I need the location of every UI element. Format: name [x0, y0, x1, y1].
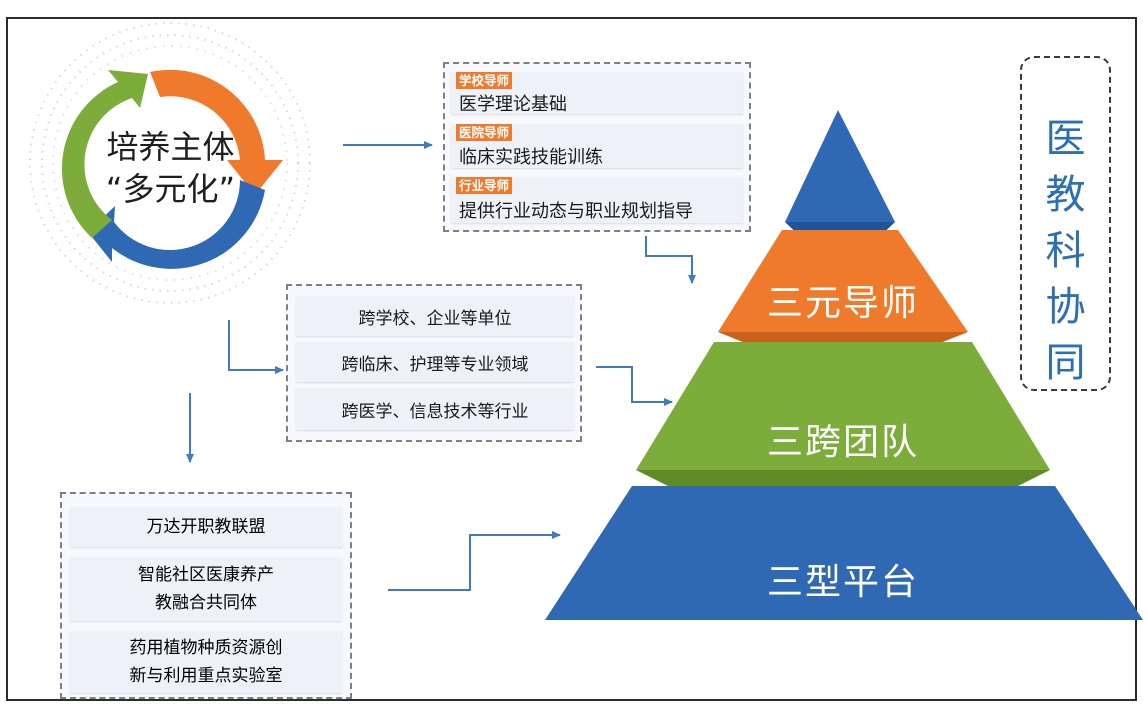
platform-row-3: 药用植物种质资源创 新与利用重点实验室	[70, 631, 342, 693]
ring-arc-orange	[150, 69, 283, 195]
side-label-box: 医 教 科 协 同	[1020, 56, 1111, 391]
mentors-box: 学校导师 医学理论基础 医院导师 临床实践技能训练 行业导师 提供行业动态与职业…	[443, 62, 751, 232]
mentor-tag-industry: 行业导师	[456, 177, 513, 194]
ring-arc-blue	[88, 180, 265, 269]
platform-3-line1: 药用植物种质资源创	[129, 638, 283, 658]
ring-title-line2: “多元化”	[105, 170, 236, 208]
cycle-ring	[61, 69, 283, 269]
pyramid-tier-orange	[718, 230, 968, 332]
arrow-mentors-to-pyramid	[645, 236, 696, 284]
mentor-text-industry: 提供行业动态与职业规划指导	[459, 201, 693, 222]
side-char-5: 同	[1045, 340, 1086, 386]
cross-text-2: 跨临床、护理等专业领域	[341, 354, 529, 375]
mentor-tag-hospital: 医院导师	[456, 124, 513, 141]
cross-row-3: 跨医学、信息技术等行业	[296, 388, 574, 430]
platform-row-1: 万达开职教联盟	[70, 507, 342, 547]
platform-3-line2: 新与利用重点实验室	[129, 666, 283, 686]
platform-row-2: 智能社区医康养产 教融合共同体	[70, 557, 342, 621]
platform-2-line2: 教融合共同体	[155, 593, 257, 613]
side-char-1: 医	[1045, 116, 1086, 162]
side-char-3: 科	[1045, 228, 1086, 274]
ring-title-line1: 培养主体	[106, 128, 235, 166]
side-char-2: 教	[1045, 172, 1086, 218]
pyramid-label-mentors: 三元导师	[766, 283, 919, 324]
pyramid-tier-blue	[545, 486, 1143, 620]
cross-row-1: 跨学校、企业等单位	[296, 296, 574, 336]
cross-text-3: 跨医学、信息技术等行业	[341, 401, 529, 422]
cross-row-2: 跨临床、护理等专业领域	[296, 342, 574, 382]
arrow-platforms-to-pyramid	[388, 531, 561, 591]
mentor-text-hospital: 临床实践技能训练	[459, 147, 603, 168]
mentor-row-industry: 行业导师 提供行业动态与职业规划指导	[451, 177, 743, 223]
pyramid-green-band	[636, 470, 1050, 490]
arrow-cross-to-pyramid	[596, 366, 673, 406]
pyramid	[545, 110, 1143, 620]
cross-box: 跨学校、企业等单位 跨临床、护理等专业领域 跨医学、信息技术等行业	[286, 284, 582, 442]
mentor-row-hospital: 医院导师 临床实践技能训练	[451, 124, 743, 168]
platform-1-line1: 万达开职教联盟	[146, 517, 266, 537]
pyramid-label-teams: 三跨团队	[766, 422, 919, 463]
pyramid-tier-green	[636, 342, 1050, 470]
ring-arc-green	[61, 70, 149, 238]
mentor-tag-school: 学校导师	[456, 72, 513, 89]
pyramid-label-platforms: 三型平台	[766, 562, 919, 603]
dotted-halo	[29, 22, 311, 304]
cross-text-1: 跨学校、企业等单位	[358, 308, 512, 329]
platforms-box: 万达开职教联盟 智能社区医康养产 教融合共同体 药用植物种质资源创 新与利用重点…	[60, 492, 352, 699]
side-char-4: 协	[1045, 284, 1086, 330]
platform-2-line1: 智能社区医康养产	[138, 565, 274, 585]
mentor-text-school: 医学理论基础	[459, 94, 567, 115]
arrow-ring-to-cross	[228, 320, 284, 374]
pyramid-top	[785, 110, 895, 222]
mentor-row-school: 学校导师 医学理论基础	[451, 72, 743, 115]
